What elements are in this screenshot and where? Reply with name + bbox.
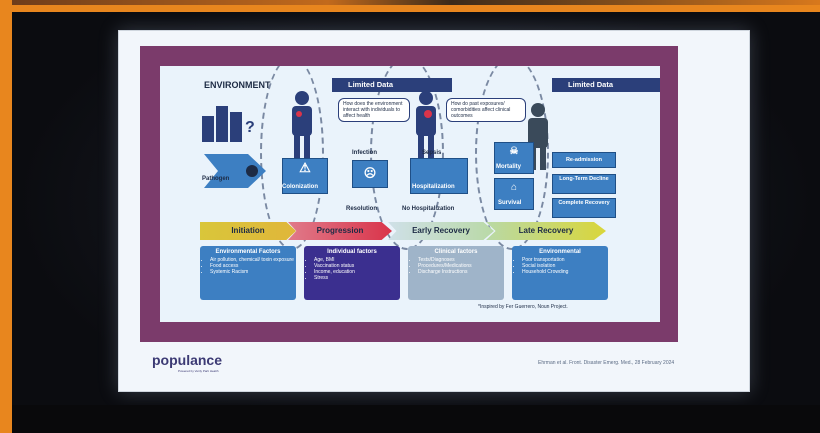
audience-silhouette bbox=[12, 405, 820, 433]
panel-item: Tests/Diagnoses bbox=[418, 257, 504, 263]
panel-item: Poor transportation bbox=[522, 257, 608, 263]
populance-logo: populance bbox=[152, 352, 223, 368]
buildings-icon: ? bbox=[202, 106, 255, 142]
phase-progression: Progression bbox=[288, 222, 392, 240]
hospitalization-label: Hospitalization bbox=[412, 184, 455, 190]
panel-title: Clinical factors bbox=[434, 249, 478, 255]
question-bubble-1: How does the environment interact with i… bbox=[338, 98, 410, 122]
limited-data-banner-2: Limited Data bbox=[552, 78, 660, 92]
citation-text: Ehrman et al. Front. Disaster Emerg. Med… bbox=[538, 360, 675, 366]
panel-item: Food access bbox=[210, 263, 296, 269]
panel-item: Social isolation bbox=[522, 263, 608, 269]
environmental-factors-panel: Environmental Factors Air pollution, che… bbox=[200, 246, 296, 300]
person-icon bbox=[292, 91, 312, 158]
sepsis-label: Sepsis bbox=[422, 150, 442, 156]
populance-tagline: Powered by Verily Parti Health bbox=[178, 369, 219, 373]
panel-item: Procedures/Medications bbox=[418, 263, 504, 269]
phase-initiation: Initiation bbox=[200, 222, 296, 240]
limited-data-banner-1: Limited Data bbox=[332, 78, 452, 92]
orange-left-border bbox=[0, 0, 12, 433]
hospitalization-box bbox=[410, 158, 468, 194]
decor-strip bbox=[0, 0, 820, 5]
panel-title: Individual factors bbox=[327, 249, 377, 255]
credit-text: *Inspired by Fer Guerrero, Noun Project. bbox=[478, 304, 568, 310]
question-bubble-2: How do past exposures/ comorbidities aff… bbox=[446, 98, 526, 122]
slide-content: ENVIRONMENT ? Limited Data Limited Data bbox=[160, 66, 660, 322]
panel-item: Systemic Racism bbox=[210, 269, 296, 275]
panel-item: Stress bbox=[314, 275, 400, 281]
infection-label: Infection bbox=[352, 150, 377, 156]
phase-early-recovery: Early Recovery bbox=[388, 222, 494, 240]
panel-item: Household Crowding bbox=[522, 269, 608, 275]
colonization-box: ⚠ bbox=[282, 158, 328, 194]
panel-item: Age, BMI bbox=[314, 257, 400, 263]
survival-box: ⌂ bbox=[494, 178, 534, 210]
pathogen-label: Pathogen bbox=[202, 176, 230, 182]
no-hospitalization-label: No Hospitalization bbox=[402, 206, 455, 212]
colonization-label: Colonization bbox=[282, 184, 318, 190]
panel-title: Environmental bbox=[539, 249, 581, 255]
panel-title: Environmental Factors bbox=[215, 249, 281, 255]
clinical-factors-panel: Clinical factors Tests/Diagnoses Procedu… bbox=[408, 246, 504, 300]
panel-item: Air pollution, chemical/ toxin exposure bbox=[210, 257, 296, 263]
panel-item: Discharge Instructions bbox=[418, 269, 504, 275]
mortality-box: ☠ bbox=[494, 142, 534, 174]
mortality-label: Mortality bbox=[496, 164, 522, 170]
survival-label: Survival bbox=[498, 200, 522, 206]
resolution-label: Resolution bbox=[346, 206, 377, 212]
environmental-panel: Environmental Poor transportation Social… bbox=[512, 246, 608, 300]
person-icon bbox=[416, 91, 436, 158]
infection-box: ☹ bbox=[352, 160, 388, 188]
environment-label: ENVIRONMENT bbox=[204, 80, 271, 90]
pathogen-arrow-icon bbox=[204, 154, 266, 188]
panel-item: Vaccination status bbox=[314, 263, 400, 269]
individual-factors-panel: Individual factors Age, BMI Vaccination … bbox=[304, 246, 400, 300]
panel-item: Income, education bbox=[314, 269, 400, 275]
phase-late-recovery: Late Recovery bbox=[486, 222, 606, 240]
svg-text:?: ? bbox=[245, 119, 255, 136]
complete-recovery-box: Complete Recovery bbox=[552, 198, 616, 218]
long-term-decline-box: Long-Term Decline bbox=[552, 174, 616, 194]
readmission-box: Re-admission bbox=[552, 152, 616, 168]
